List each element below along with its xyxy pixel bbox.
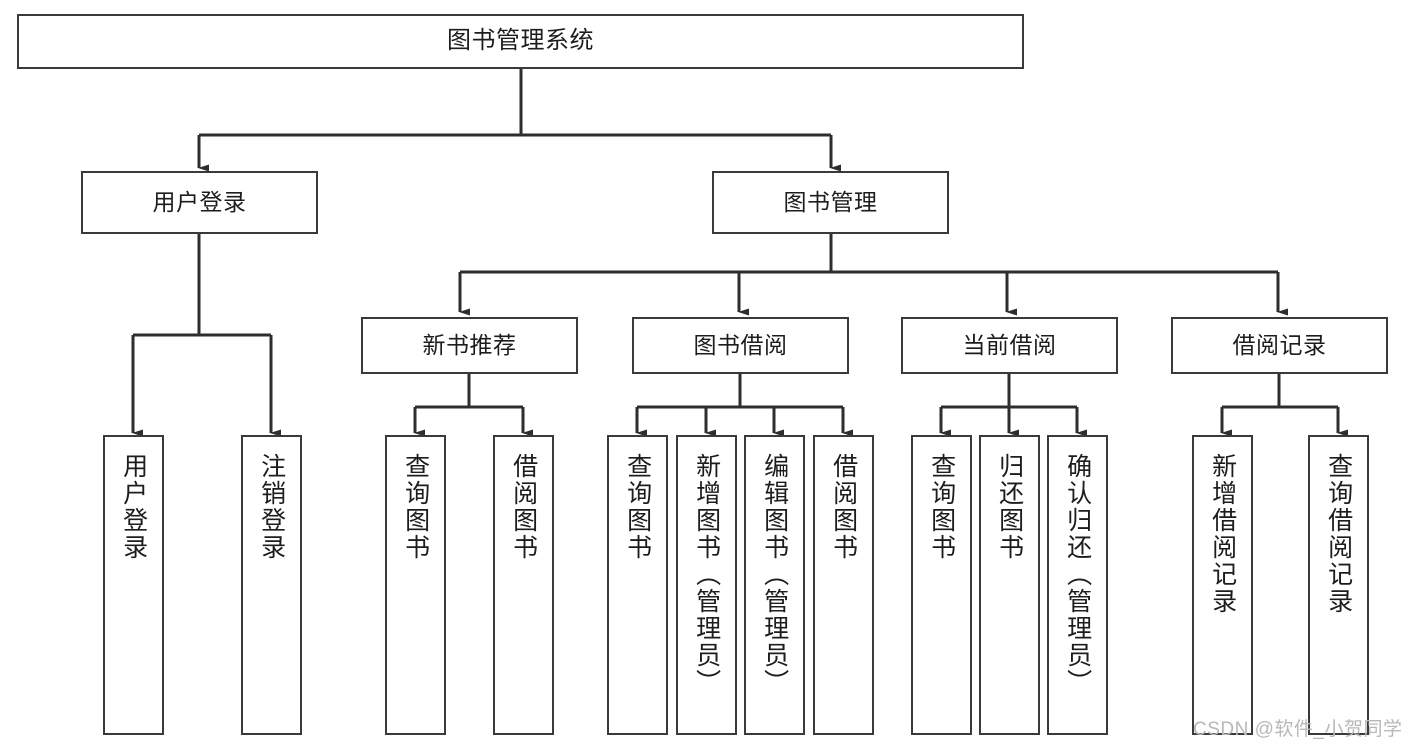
- node-leaf-current-query-book[interactable]: 查询图书: [911, 435, 972, 735]
- node-root-book-management-system[interactable]: 图书管理系统: [17, 14, 1024, 69]
- node-label: 确认归还（管理员）: [1063, 453, 1092, 696]
- node-leaf-current-return-book[interactable]: 归还图书: [979, 435, 1040, 735]
- node-label: 借阅图书: [829, 453, 858, 561]
- node-leaf-new-book-query[interactable]: 查询图书: [385, 435, 446, 735]
- node-label: 查询图书: [927, 453, 956, 561]
- node-leaf-borrow-add-book-admin[interactable]: 新增图书（管理员）: [676, 435, 737, 735]
- node-book-borrow[interactable]: 图书借阅: [632, 317, 849, 374]
- node-current-borrow[interactable]: 当前借阅: [901, 317, 1118, 374]
- node-user-login[interactable]: 用户登录: [81, 171, 318, 234]
- node-label: 借阅图书: [509, 453, 538, 561]
- node-label: 新增图书（管理员）: [692, 453, 721, 696]
- node-label: 查询图书: [623, 453, 652, 561]
- node-leaf-user-login-signout[interactable]: 注销登录: [241, 435, 302, 735]
- node-leaf-borrow-query-book[interactable]: 查询图书: [607, 435, 668, 735]
- node-label: 用户登录: [119, 453, 148, 561]
- node-leaf-current-confirm-return-admin[interactable]: 确认归还（管理员）: [1047, 435, 1108, 735]
- node-label: 新增借阅记录: [1208, 453, 1237, 615]
- node-label: 注销登录: [257, 453, 286, 561]
- node-book-management[interactable]: 图书管理: [712, 171, 949, 234]
- node-label: 编辑图书（管理员）: [760, 453, 789, 696]
- node-label: 查询借阅记录: [1324, 453, 1353, 615]
- node-borrow-record[interactable]: 借阅记录: [1171, 317, 1388, 374]
- node-label: 图书管理: [783, 188, 878, 215]
- csdn-watermark: CSDN @软件_小贺同学: [1193, 719, 1403, 740]
- node-leaf-borrow-edit-book-admin[interactable]: 编辑图书（管理员）: [744, 435, 805, 735]
- node-leaf-record-query-record[interactable]: 查询借阅记录: [1308, 435, 1369, 735]
- node-label: 图书管理系统: [447, 27, 594, 55]
- node-leaf-new-book-borrow[interactable]: 借阅图书: [493, 435, 554, 735]
- node-label: 归还图书: [995, 453, 1024, 561]
- node-label: 图书借阅: [693, 331, 788, 358]
- node-label: 用户登录: [152, 188, 247, 215]
- node-label: 当前借阅: [962, 331, 1057, 358]
- node-leaf-borrow-borrow-book[interactable]: 借阅图书: [813, 435, 874, 735]
- node-new-book-recommend[interactable]: 新书推荐: [361, 317, 578, 374]
- node-label: 查询图书: [401, 453, 430, 561]
- node-leaf-record-add-record[interactable]: 新增借阅记录: [1192, 435, 1253, 735]
- node-label: 借阅记录: [1232, 331, 1327, 358]
- node-label: 新书推荐: [422, 331, 517, 358]
- node-leaf-user-login-signin[interactable]: 用户登录: [103, 435, 164, 735]
